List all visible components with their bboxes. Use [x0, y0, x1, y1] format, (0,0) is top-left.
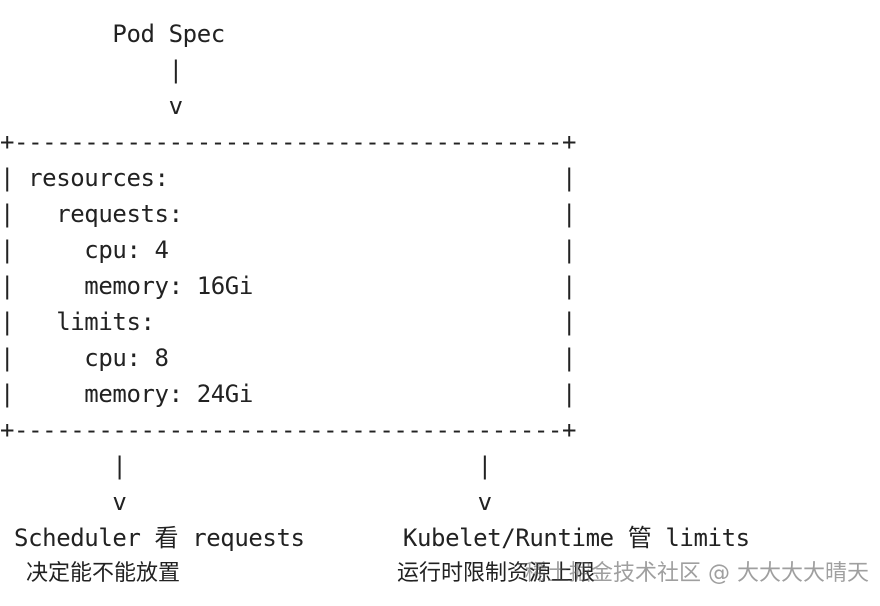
diagram-line-resources: | resources: |	[0, 164, 577, 192]
runtime-note: 运行时限制资源上限	[397, 561, 596, 586]
diagram-line-requests-cpu: | cpu: 4 |	[0, 236, 577, 264]
watermark: 稀土掘金技术社区 @ 大大大大晴天	[525, 561, 869, 586]
diagram-line-limits-memory: | memory: 24Gi |	[0, 380, 577, 408]
diagram-line-arrow-head: v	[0, 92, 183, 120]
diagram-line-requests: | requests: |	[0, 200, 577, 228]
diagram-line-limits: | limits: |	[0, 308, 577, 336]
diagram-box-top-border: +---------------------------------------…	[0, 128, 577, 156]
diagram-line-arrow-stem: |	[0, 56, 183, 84]
scheduler-note: 决定能不能放置	[26, 561, 181, 586]
diagram-line-split-stems: | |	[0, 452, 492, 480]
diagram-line-pod-spec: Pod Spec	[0, 20, 225, 48]
diagram-line-limits-cpu: | cpu: 8 |	[0, 344, 577, 372]
diagram-line-targets: Scheduler 看 requests Kubelet/Runtime 管 l…	[0, 524, 750, 552]
diagram-line-requests-memory: | memory: 16Gi |	[0, 272, 577, 300]
diagram-line-split-heads: v v	[0, 488, 492, 516]
diagram-box-bottom-border: +---------------------------------------…	[0, 416, 577, 444]
